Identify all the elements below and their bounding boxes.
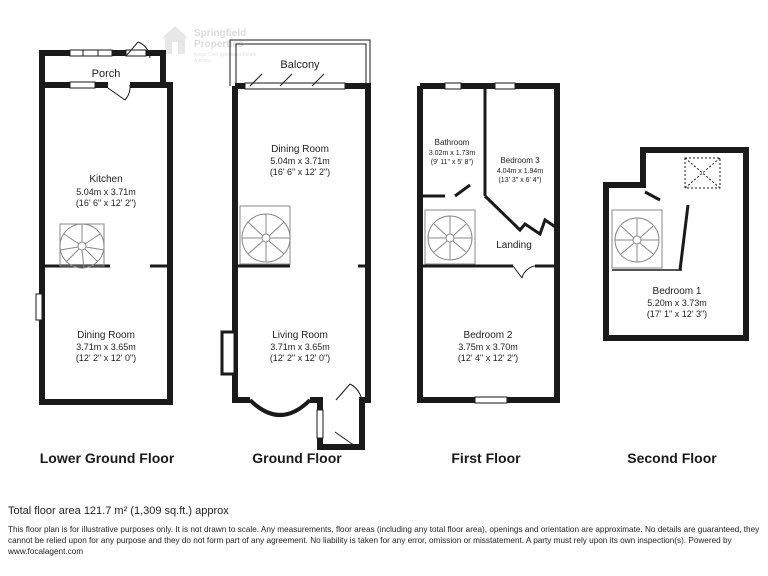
room-living-name: Living Room: [272, 330, 328, 341]
room-living-metric: 3.71m x 3.65m: [270, 342, 330, 352]
floor-title-ground: Ground Floor: [252, 450, 342, 466]
room-g-dining-name: Dining Room: [271, 144, 329, 155]
ground-floor-plan: [220, 39, 371, 450]
room-bedroom3-metric: 4.04m x 1.94m: [497, 168, 543, 175]
spiral-staircase: [611, 209, 663, 269]
room-balcony-name: Balcony: [280, 59, 320, 71]
room-lg-dining-name: Dining Room: [77, 330, 135, 341]
room-bathroom-name: Bathroom: [435, 138, 470, 147]
room-lg-dining-imperial: (12' 2" x 12' 0"): [76, 353, 136, 363]
room-bedroom3-name: Bedroom 3: [500, 156, 540, 165]
first-floor-plan: [417, 82, 560, 404]
floor-title-lower-ground: Lower Ground Floor: [39, 450, 175, 466]
room-bedroom1-metric: 5.20m x 3.73m: [647, 298, 707, 308]
room-kitchen-imperial: (16' 6" x 12' 2"): [76, 198, 136, 208]
room-bedroom2-name: Bedroom 2: [464, 330, 513, 341]
room-porch-name: Porch: [92, 68, 121, 80]
watermark-line2: Properties: [194, 39, 244, 50]
room-bedroom2-imperial: (12' 4" x 12' 2"): [458, 353, 518, 363]
room-landing-name: Landing: [496, 240, 532, 251]
lower-ground-floor-plan: [35, 41, 173, 405]
spiral-staircase: [424, 209, 476, 265]
floor-title-second: Second Floor: [627, 450, 717, 466]
room-living-imperial: (12' 2" x 12' 0"): [270, 353, 330, 363]
watermark-logo: Springfield Properties Kings Own Special…: [160, 22, 270, 64]
room-bedroom3-imperial: (13' 3" x 6' 4"): [498, 177, 541, 184]
room-bedroom2-metric: 3.75m x 3.70m: [458, 342, 518, 352]
room-g-dining-metric: 5.04m x 3.71m: [270, 156, 330, 166]
room-bathroom-imperial: (9' 11" x 5' 8"): [431, 159, 474, 166]
house-logo-icon: [162, 26, 188, 54]
watermark-line3: Kings Own Specialist Estate Agents: [194, 52, 257, 64]
watermark-line1: Springfield: [194, 28, 247, 39]
room-kitchen-name: Kitchen: [89, 174, 122, 185]
room-bedroom1-imperial: (17' 1" x 12' 3"): [647, 309, 707, 319]
room-g-dining-imperial: (16' 6" x 12' 2"): [270, 167, 330, 177]
second-floor-plan: [603, 147, 749, 341]
room-bedroom1-name: Bedroom 1: [653, 286, 702, 297]
disclaimer-text: This floor plan is for illustrative purp…: [8, 525, 760, 556]
room-lg-dining-metric: 3.71m x 3.65m: [76, 342, 136, 352]
floor-plan-drawing: Porch Kitchen 5.04m x 3.71m (16' 6" x 12…: [35, 39, 749, 450]
total-floor-area: Total floor area 121.7 m² (1,309 sq.ft.)…: [8, 505, 229, 517]
room-bathroom-metric: 3.02m x 1.73m: [429, 150, 475, 157]
floor-title-first: First Floor: [451, 450, 521, 466]
room-kitchen-metric: 5.04m x 3.71m: [76, 187, 136, 197]
spiral-staircase: [59, 223, 105, 269]
spiral-staircase: [239, 205, 291, 265]
